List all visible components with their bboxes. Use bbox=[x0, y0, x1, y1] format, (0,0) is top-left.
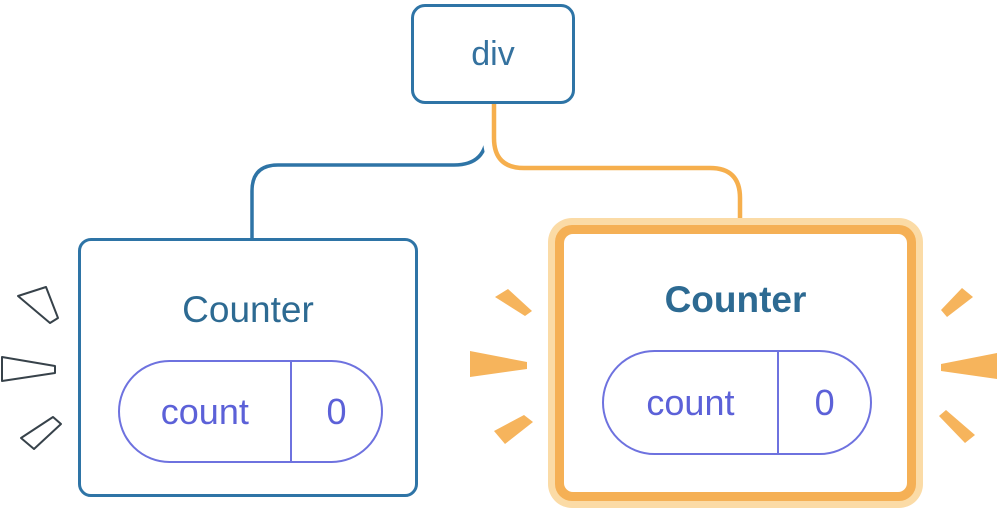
emphasis-spark-icon bbox=[939, 410, 975, 443]
emphasis-spark-icon-left-group bbox=[1, 286, 62, 450]
state-value: 0 bbox=[326, 390, 347, 432]
root-node-label: div bbox=[471, 34, 515, 73]
counter-card-right-highlighted: Counter count 0 bbox=[548, 218, 923, 508]
state-value: 0 bbox=[814, 381, 835, 423]
counter-card-right-body: Counter count 0 bbox=[564, 234, 907, 492]
state-pill: count 0 bbox=[602, 350, 872, 455]
counter-card-title: Counter bbox=[182, 289, 314, 330]
emphasis-spark-icon bbox=[495, 289, 532, 316]
emphasis-spark-icon bbox=[470, 351, 527, 377]
emphasis-spark-icon-middle-group bbox=[470, 289, 533, 444]
emphasis-spark-icon bbox=[941, 353, 997, 379]
state-pill-divider bbox=[289, 362, 293, 461]
state-key-label: count bbox=[646, 381, 735, 423]
edge-root-to-right-counter bbox=[491, 100, 743, 234]
highlight-ring: Counter count 0 bbox=[555, 225, 916, 501]
emphasis-spark-icon bbox=[17, 286, 59, 324]
emphasis-spark-icon bbox=[1, 356, 56, 382]
counter-card-title: Counter bbox=[664, 279, 807, 320]
state-pill: count 0 bbox=[118, 360, 383, 463]
counter-card-left: Counter count 0 bbox=[78, 238, 418, 497]
tree-root-node-div: div bbox=[411, 4, 575, 104]
emphasis-spark-icon bbox=[941, 288, 973, 317]
emphasis-spark-icon bbox=[20, 416, 62, 450]
state-pill-divider bbox=[776, 352, 780, 453]
state-key-label: count bbox=[160, 390, 249, 432]
emphasis-spark-icon-right-group bbox=[939, 288, 997, 443]
emphasis-spark-icon bbox=[494, 415, 533, 444]
edge-root-to-left-counter bbox=[250, 100, 489, 242]
